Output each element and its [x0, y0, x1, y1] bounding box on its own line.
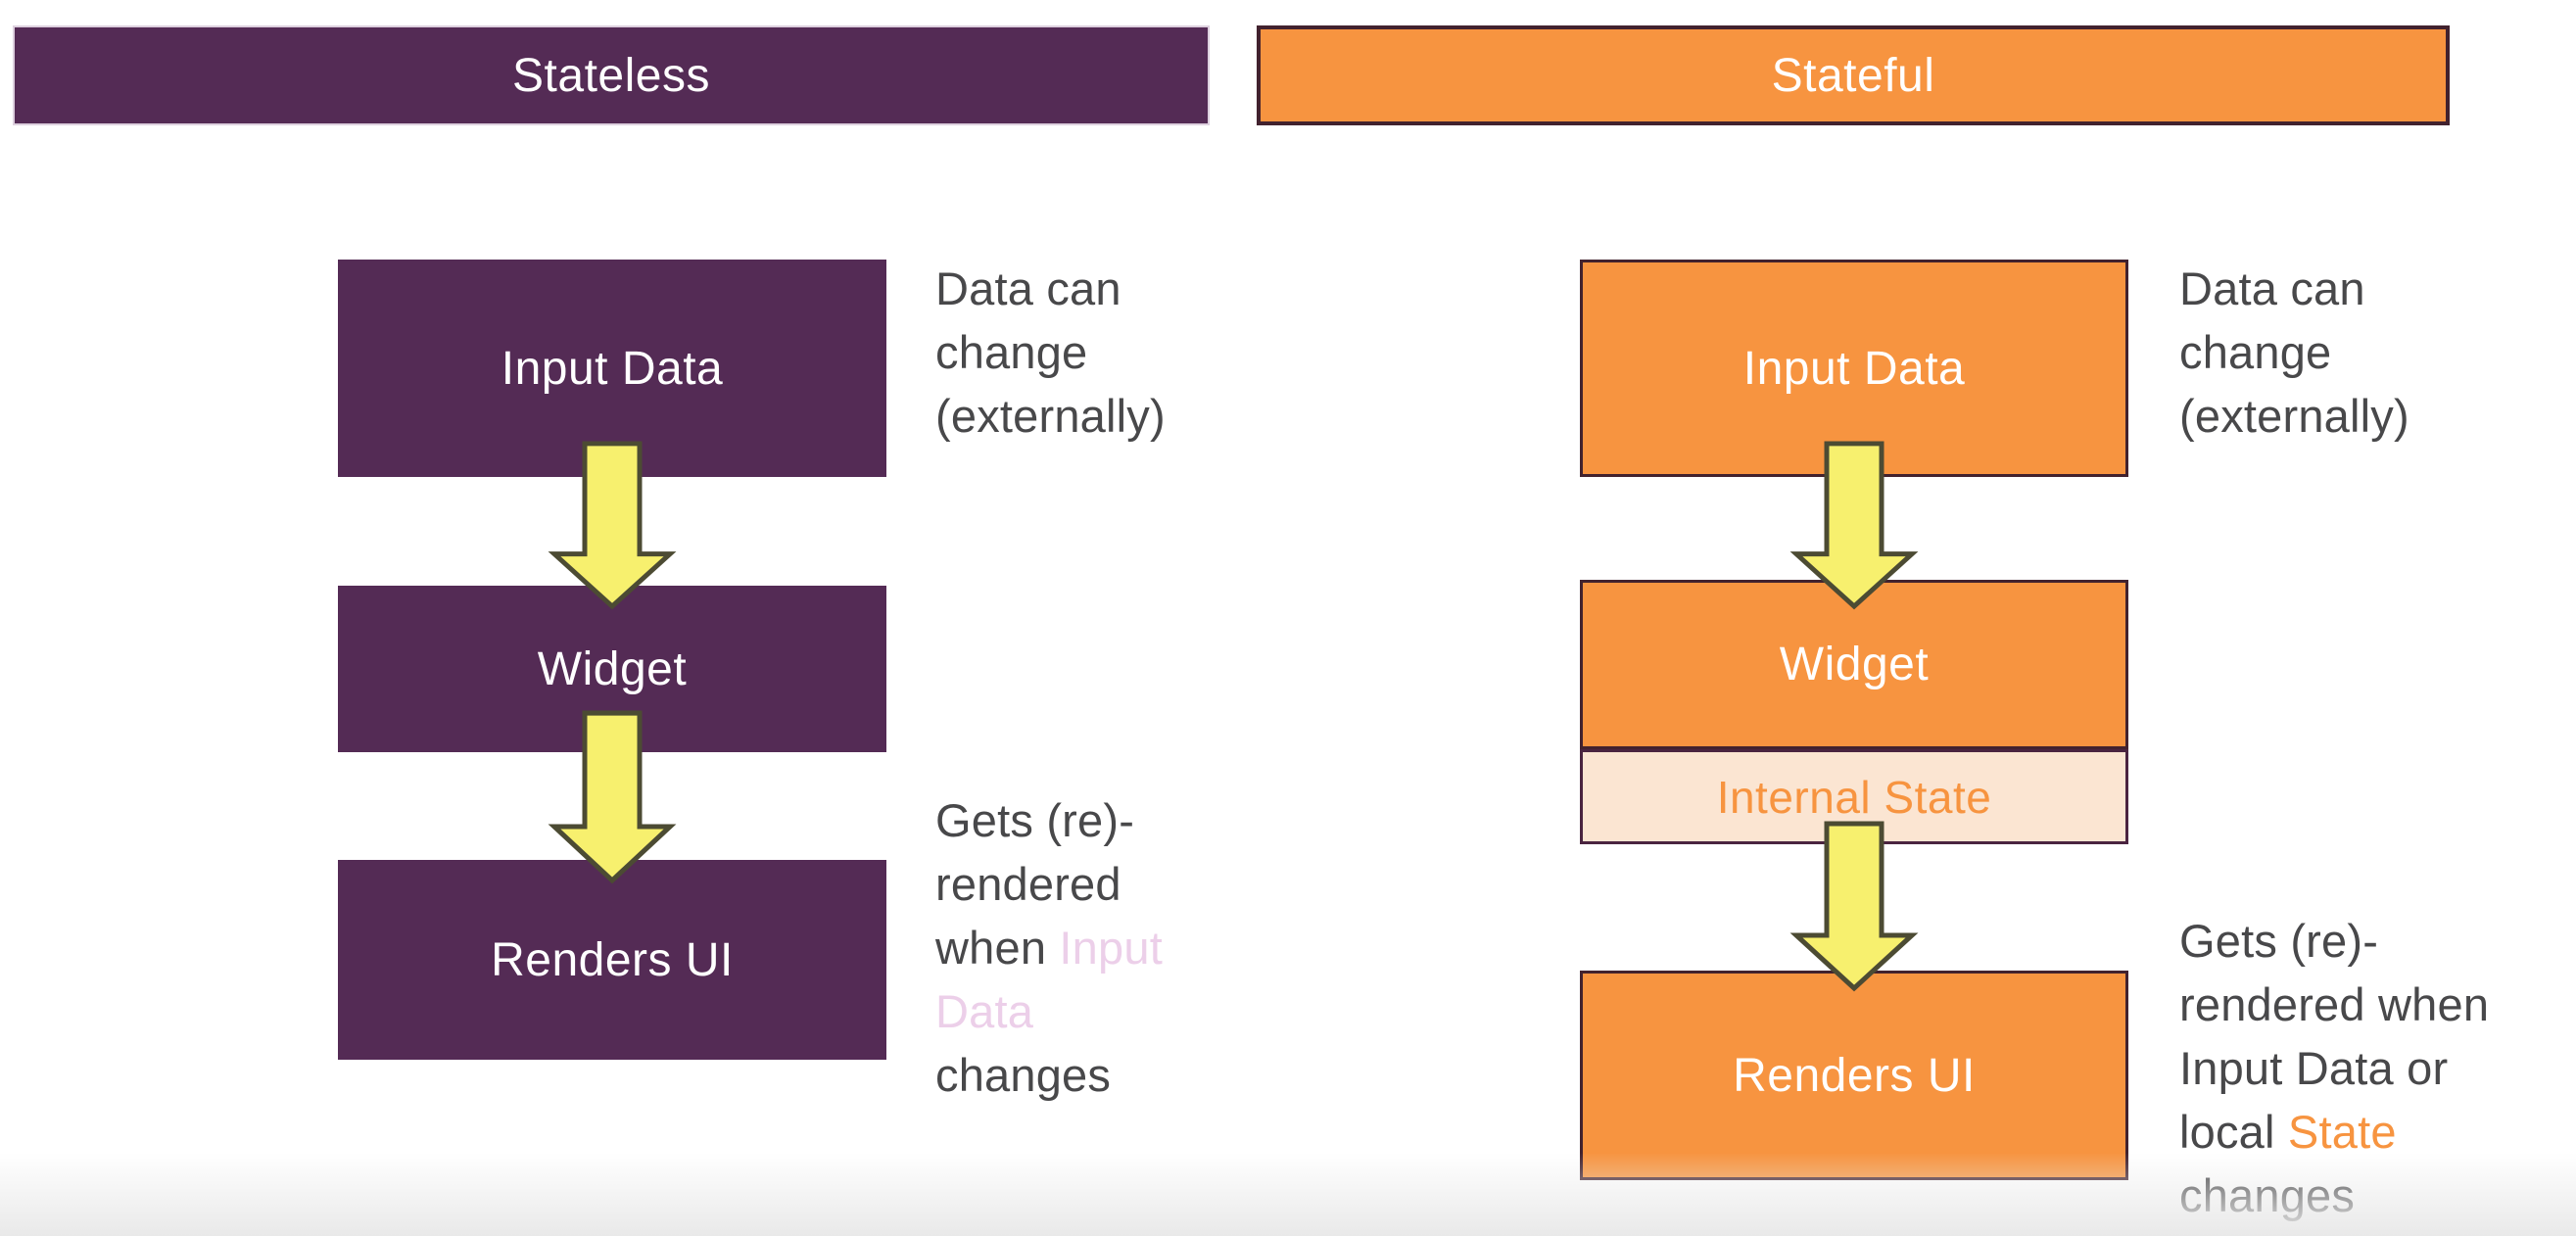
stateless-header-label: Stateless [512, 49, 710, 102]
box-label: Renders UI [491, 933, 734, 986]
stateless-input-data-box: Input Data [338, 260, 886, 477]
down-arrow-icon [548, 710, 677, 884]
stateful-header: Stateful [1257, 25, 2450, 125]
stateful-header-label: Stateful [1771, 49, 1935, 102]
box-label: Widget [537, 642, 688, 695]
box-label: Renders UI [1733, 1049, 1976, 1102]
stateful-input-data-box: Input Data [1580, 260, 2128, 477]
down-arrow-icon [548, 441, 677, 610]
bottom-fade [0, 1153, 2576, 1236]
box-label: Internal State [1716, 771, 1992, 823]
box-label: Input Data [501, 342, 724, 395]
box-label: Widget [1779, 639, 1930, 690]
down-arrow-icon [1789, 821, 1919, 992]
stateless-renders-ui-box: Renders UI [338, 860, 886, 1060]
box-label: Input Data [1742, 342, 1966, 395]
down-arrow-icon [1789, 441, 1919, 610]
stateful-renders-ui-box: Renders UI [1580, 971, 2128, 1180]
stateless-header: Stateless [13, 25, 1210, 125]
